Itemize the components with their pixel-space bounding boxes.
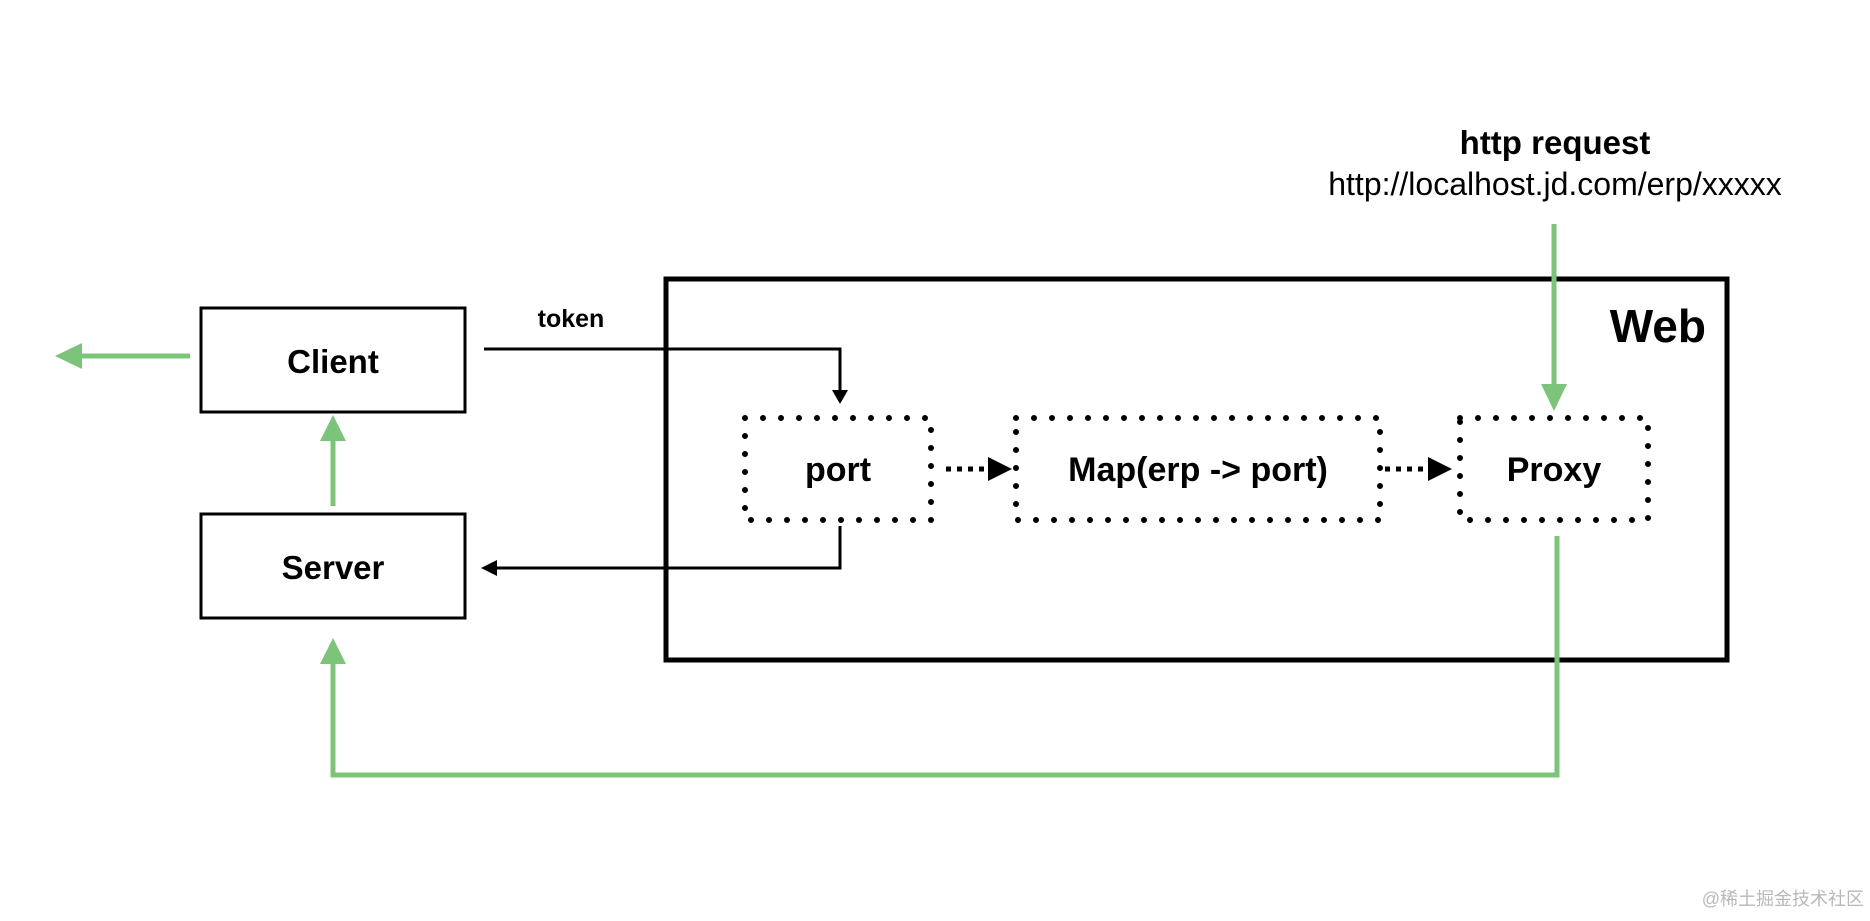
http-request-url: http://localhost.jd.com/erp/xxxxx [1328, 166, 1782, 202]
port-to-server-arrow [494, 526, 842, 570]
server-box [199, 512, 467, 620]
web-container [663, 276, 1730, 663]
proxy-label: Proxy [1507, 451, 1602, 489]
map-label: Map(erp -> port) [1068, 451, 1328, 489]
server-to-client-arrowhead [320, 415, 346, 441]
token-arrow [484, 347, 842, 395]
server-label: Server [282, 549, 385, 586]
watermark-text: @稀土掘金技术社区 [1702, 889, 1864, 909]
client-label: Client [287, 343, 379, 380]
map-box [1013, 415, 1383, 523]
token-arrowhead [832, 390, 848, 404]
proxy-to-server-arrow [330, 536, 1560, 778]
port-to-map-arrowhead [988, 457, 1012, 481]
web-label: Web [1610, 300, 1706, 352]
port-to-server-arrowhead [481, 560, 497, 576]
proxy-to-server-arrowhead [320, 638, 346, 664]
token-label: token [538, 305, 605, 333]
port-label: port [805, 451, 871, 489]
client-out-arrowhead [55, 343, 82, 369]
http-request-title: http request [1460, 124, 1651, 161]
request-to-proxy-arrowhead [1541, 384, 1567, 411]
port-box [742, 415, 934, 523]
client-box [199, 306, 467, 414]
map-to-proxy-arrowhead [1428, 457, 1452, 481]
